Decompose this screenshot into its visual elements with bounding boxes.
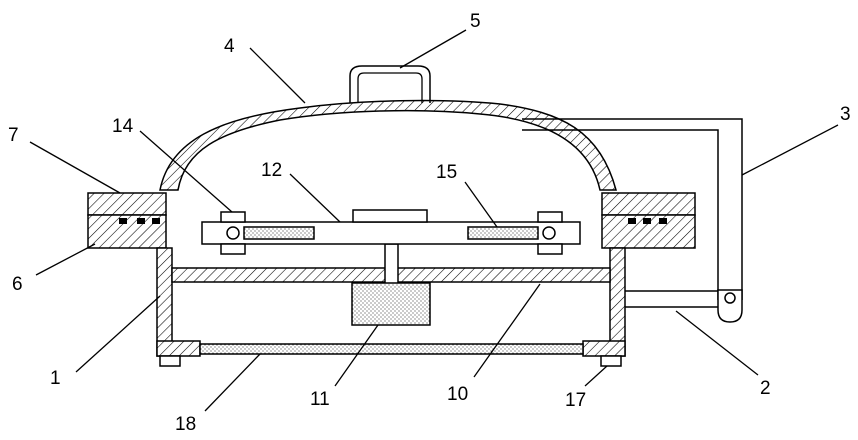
pot-bottom-right [582, 340, 626, 357]
right-clamp-bottom [537, 243, 563, 255]
label-11: 11 [310, 389, 330, 410]
label-7: 7 [8, 125, 19, 146]
label-2: 2 [760, 378, 771, 399]
label-12: 12 [261, 160, 282, 181]
right-clamp-top [537, 211, 563, 223]
hinge-arm [522, 118, 743, 300]
label-14: 14 [112, 116, 134, 137]
bracket-2 [625, 290, 718, 308]
foot-right [600, 355, 622, 367]
shaft [384, 243, 399, 285]
label-1: 1 [50, 368, 61, 389]
left-flange-top [87, 192, 167, 216]
right-slider [467, 226, 539, 240]
label-17: 17 [565, 390, 586, 411]
lid-handle [349, 65, 431, 103]
motor-11 [351, 282, 431, 326]
label-15: 15 [436, 162, 457, 183]
right-seal-grooves [628, 218, 667, 224]
left-seal-grooves [119, 218, 160, 224]
bar-top-block [352, 209, 428, 223]
hinge-knuckle [717, 289, 743, 323]
left-clamp-bottom [220, 243, 246, 255]
left-pin [226, 226, 240, 240]
label-4: 4 [224, 36, 235, 57]
bottom-filter-18 [199, 343, 584, 355]
dome-lid [159, 99, 617, 191]
foot-left [159, 355, 181, 367]
leader-lines [29, 29, 839, 412]
label-6: 6 [12, 274, 23, 295]
label-10: 10 [447, 384, 468, 405]
left-slider [243, 226, 315, 240]
pot-bottom-left [156, 340, 201, 357]
pot-left-wall [156, 247, 173, 357]
right-pin [542, 226, 556, 240]
right-flange-top [601, 192, 696, 216]
left-clamp-top [220, 211, 246, 223]
pot-right-wall [609, 247, 626, 357]
label-5: 5 [470, 11, 481, 32]
label-3: 3 [840, 104, 851, 125]
label-18: 18 [175, 414, 196, 435]
